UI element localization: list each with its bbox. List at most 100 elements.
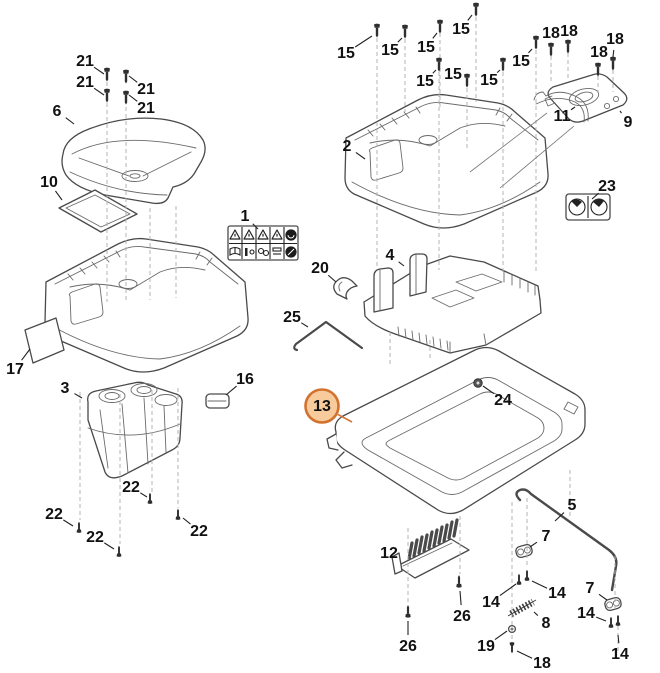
callout-21[interactable]: 21 [76,74,105,96]
svg-text:17: 17 [6,361,24,378]
svg-text:15: 15 [337,45,355,62]
callout-12[interactable]: 12 [380,545,398,562]
callout-22[interactable]: 22 [86,529,115,550]
callout-26[interactable]: 26 [399,621,417,655]
svg-text:14: 14 [611,646,629,663]
callout-2[interactable]: 2 [343,138,366,160]
callout-13[interactable]: 13 [304,388,353,424]
callout-7[interactable]: 7 [586,580,608,601]
part-comb-insert[interactable] [391,518,470,579]
part-motor-housing[interactable] [344,93,549,229]
callout-18[interactable]: 18 [590,44,608,61]
svg-text:24: 24 [494,392,512,409]
part-handle-bar[interactable] [515,488,618,592]
callout-21[interactable]: 21 [76,53,105,75]
part-upper-housing-left[interactable] [44,237,249,373]
screw-icon [533,35,539,50]
callout-9[interactable]: 9 [619,110,633,131]
callout-4[interactable]: 4 [386,247,405,267]
screw-icon [175,508,181,520]
callout-14[interactable]: 14 [482,583,517,611]
callout-11[interactable]: 11 [554,106,576,125]
callout-10[interactable]: 10 [40,174,63,201]
callout-20[interactable]: 20 [311,260,337,283]
callout-22[interactable]: 22 [122,479,148,498]
part-base-tray[interactable] [326,346,586,515]
part-feed-clip[interactable] [333,277,358,300]
callout-15[interactable]: 15 [337,35,373,62]
svg-text:21: 21 [137,100,155,117]
callout-25[interactable]: 25 [283,309,309,328]
callout-21[interactable]: 21 [128,94,155,117]
part-switch-cover[interactable] [544,73,628,123]
part-nut-24[interactable] [473,378,483,388]
svg-text:11: 11 [554,108,571,125]
callout-23[interactable]: 23 [591,178,616,200]
screw-icon [116,545,122,557]
svg-text:26: 26 [399,638,417,655]
svg-text:14: 14 [548,585,566,602]
svg-text:22: 22 [45,506,63,523]
part-wire-rod-25[interactable] [293,320,364,352]
screw-icon [456,575,462,588]
screw-icon [473,2,479,17]
svg-text:14: 14 [577,605,595,622]
callout-16[interactable]: 16 [225,371,254,396]
callout-15[interactable]: 15 [452,14,473,38]
callout-22[interactable]: 22 [45,506,74,527]
callout-8[interactable]: 8 [533,611,551,632]
part-pin-16[interactable] [205,393,230,409]
svg-text:18: 18 [590,44,608,61]
callout-17[interactable]: 17 [6,348,31,378]
svg-text:25: 25 [283,309,301,326]
callout-26[interactable]: 26 [453,590,471,625]
callout-15[interactable]: 15 [417,32,438,56]
screw-icon [548,42,554,57]
callout-21[interactable]: 21 [128,75,155,98]
callout-18[interactable]: 18 [542,25,560,42]
screw-icon [436,57,442,72]
callout-18[interactable]: 18 [516,650,551,672]
part-spring-8[interactable] [507,598,537,618]
callout-3[interactable]: 3 [61,380,83,399]
callout-15[interactable]: 15 [444,66,462,83]
part-warning-sticker[interactable] [227,225,299,261]
callout-6[interactable]: 6 [53,103,75,125]
callout-18[interactable]: 18 [606,31,624,58]
svg-text:8: 8 [542,615,551,632]
part-base-plate[interactable] [363,253,542,354]
callout-18[interactable]: 18 [560,23,578,40]
part-sealing-frame[interactable] [58,189,138,233]
callout-14[interactable]: 14 [531,580,566,602]
callout-24[interactable]: 24 [482,385,512,409]
callout-14[interactable]: 14 [577,605,607,622]
screw-icon [104,67,110,82]
part-gasket-strip[interactable] [533,91,589,123]
screw-icon [374,23,380,38]
callout-15[interactable]: 15 [416,69,437,90]
callout-1[interactable]: 1 [241,208,259,230]
callout-15[interactable]: 15 [512,48,533,70]
part-information-label[interactable] [24,317,65,364]
callout-22[interactable]: 22 [182,517,208,540]
screw-icon [464,73,470,88]
screw-icon [615,614,621,626]
screw-icon [437,19,443,34]
callout-7[interactable]: 7 [529,528,551,548]
svg-text:23: 23 [598,178,616,195]
part-hopper-cover[interactable] [61,117,206,205]
svg-text:20: 20 [311,260,329,277]
part-dial-sticker[interactable] [565,193,611,221]
highlight-circle[interactable] [304,388,340,424]
svg-text:21: 21 [137,81,155,98]
callout-19[interactable]: 19 [477,630,508,655]
callout-15[interactable]: 15 [480,69,501,89]
callout-5[interactable]: 5 [554,497,577,522]
svg-text:5: 5 [568,497,577,514]
callout-15[interactable]: 15 [381,37,403,59]
part-blade-block[interactable] [87,381,183,479]
part-clamp-7b[interactable] [603,595,623,613]
callout-14[interactable]: 14 [611,634,629,663]
part-clamp-7a[interactable] [514,542,534,560]
